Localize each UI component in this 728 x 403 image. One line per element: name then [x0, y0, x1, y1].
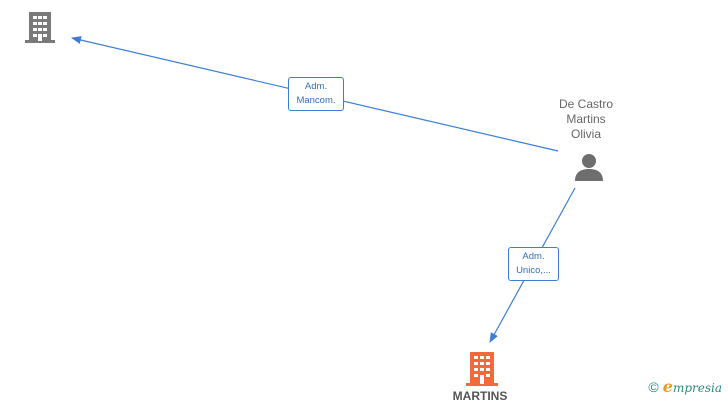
edge-label-line: Adm.: [304, 81, 328, 92]
edge-label-adm-unico[interactable]: Adm. Unico,...: [508, 247, 559, 281]
edge-label-line: Unico,...: [516, 265, 551, 276]
brand-logo: © empresia: [648, 377, 722, 396]
edge-label-line: Adm.: [522, 251, 545, 262]
person-name[interactable]: De Castro Martins Olivia: [541, 97, 631, 142]
person-name-line: Martins: [566, 112, 606, 126]
person-name-line: De Castro: [558, 97, 614, 111]
edge-label-line: Mancom.: [296, 95, 336, 106]
company-main-label[interactable]: MARTINS: [452, 389, 508, 403]
person-name-line: Olivia: [570, 127, 601, 141]
company-main-building-icon[interactable]: [466, 350, 498, 386]
person-icon[interactable]: [574, 152, 604, 182]
logo-text: mpresia: [672, 381, 722, 395]
company-top-building-icon[interactable]: [25, 10, 55, 43]
logo-letter: e: [662, 377, 673, 396]
edge-label-adm-mancom[interactable]: Adm. Mancom.: [288, 77, 344, 111]
copyright-icon: ©: [648, 378, 659, 395]
